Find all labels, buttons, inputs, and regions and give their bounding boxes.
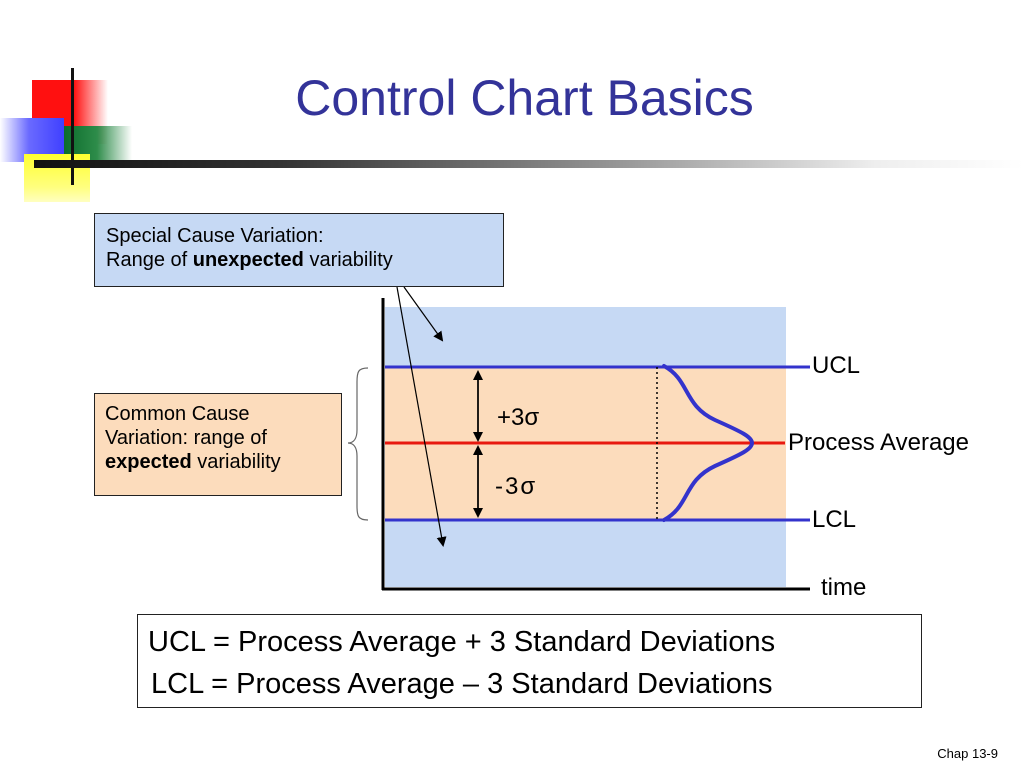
common-cause-box: Common Cause Variation: range of expecte… <box>94 393 342 496</box>
special-cause-line2: Range of unexpected variability <box>106 248 492 272</box>
special-cause-line2-post: variability <box>303 249 393 271</box>
formula-box: UCL = Process Average + 3 Standard Devia… <box>137 614 922 708</box>
common-cause-line3: expected variability <box>105 450 331 474</box>
common-cause-brace <box>347 367 369 521</box>
slide-footer: Chap 13-9 <box>937 746 998 761</box>
common-cause-line2: Variation: range of <box>105 427 267 449</box>
lcl-label: LCL <box>812 506 857 533</box>
common-cause-emphasis: expected <box>105 451 192 473</box>
common-cause-line1: Common Cause <box>105 403 250 425</box>
process-average-label: Process Average <box>788 429 969 456</box>
normal-curve <box>662 364 755 522</box>
special-cause-box: Special Cause Variation: Range of unexpe… <box>94 213 504 287</box>
special-cause-line2-pre: Range of <box>106 249 193 271</box>
special-cause-arrow-upper <box>403 286 444 342</box>
lcl-formula: LCL = Process Average – 3 Standard Devia… <box>151 668 773 700</box>
plus-three-sigma-label: +3σ <box>497 404 540 431</box>
time-axis-label: time <box>821 574 867 601</box>
special-cause-arrow-lower <box>396 286 447 547</box>
common-cause-line3-post: variability <box>191 451 281 473</box>
ucl-label: UCL <box>812 352 861 379</box>
slide-title: Control Chart Basics <box>295 70 754 126</box>
special-cause-emphasis: unexpected <box>192 249 304 271</box>
decor-title-bar <box>34 160 1024 168</box>
decor-vertical-line <box>71 68 74 185</box>
special-cause-line1: Special Cause Variation: <box>106 225 324 247</box>
minus-three-sigma-label: -3σ <box>495 473 538 500</box>
ucl-formula: UCL = Process Average + 3 Standard Devia… <box>148 626 776 658</box>
